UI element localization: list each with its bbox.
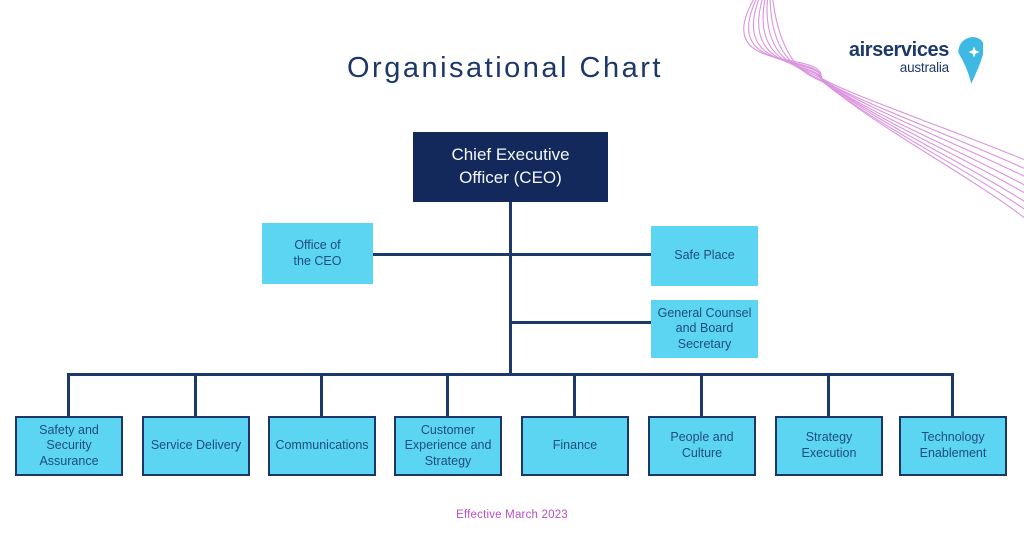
node-customer-experience-strategy: Customer Experience and Strategy <box>394 416 502 476</box>
connector-drop-5 <box>573 374 576 417</box>
node-safety-security-assurance: Safety and Security Assurance <box>15 416 123 476</box>
node-label: Communications <box>275 438 369 453</box>
node-general-counsel-board-secretary: General Counsel and Board Secretary <box>651 300 758 358</box>
node-finance: Finance <box>521 416 629 476</box>
node-strategy-execution: Strategy Execution <box>775 416 883 476</box>
node-label: Chief Executive Officer (CEO) <box>451 145 570 187</box>
logo-wordmark: airservices <box>848 39 950 61</box>
node-safe-place: Safe Place <box>651 226 758 286</box>
connector-drop-7 <box>827 374 830 417</box>
page-title: Organisational Chart <box>347 52 663 84</box>
node-label: Finance <box>552 438 598 453</box>
connector-drop-8 <box>951 374 954 417</box>
connector-drop-3 <box>320 374 323 417</box>
node-label: Strategy Execution <box>801 430 857 460</box>
connector-drop-1 <box>67 374 70 417</box>
decorative-curve <box>752 0 1024 177</box>
node-label: People and Culture <box>670 430 734 460</box>
connector-general-counsel <box>509 321 651 324</box>
decorative-curve <box>772 0 1024 219</box>
node-service-delivery: Service Delivery <box>142 416 250 476</box>
node-people-and-culture: People and Culture <box>648 416 756 476</box>
connector-drop-6 <box>700 374 703 417</box>
decorative-curve <box>766 0 1024 202</box>
node-label: Safe Place <box>674 248 735 263</box>
connector-ceo-trunk <box>509 200 512 374</box>
node-technology-enablement: Technology Enablement <box>899 416 1007 476</box>
node-label: Customer Experience and Strategy <box>404 422 492 468</box>
effective-date-note: Effective March 2023 <box>456 509 568 521</box>
airservices-logo: airservices australia <box>848 37 983 85</box>
node-label: Office of the CEO <box>293 237 342 268</box>
logo-subtext: australia <box>899 60 949 75</box>
node-ceo: Chief Executive Officer (CEO) <box>413 132 608 202</box>
logo-swoosh-icon <box>958 37 983 84</box>
logo-text: airservices australia <box>848 39 950 75</box>
connector-drop-2 <box>194 374 197 417</box>
node-communications: Communications <box>268 416 376 476</box>
decorative-curve <box>748 0 1024 169</box>
connector-office-safeplace <box>373 253 651 256</box>
node-label: Technology Enablement <box>919 430 987 460</box>
decorative-curve <box>762 0 1024 194</box>
node-label: Safety and Security Assurance <box>39 422 99 468</box>
decorative-curve <box>758 0 1024 186</box>
node-label: Service Delivery <box>150 438 242 453</box>
node-label: General Counsel and Board Secretary <box>657 305 752 351</box>
node-office-of-the-ceo: Office of the CEO <box>262 223 373 284</box>
decorative-curve <box>769 0 1024 210</box>
connector-distribution <box>67 373 954 376</box>
connector-drop-4 <box>446 374 449 417</box>
